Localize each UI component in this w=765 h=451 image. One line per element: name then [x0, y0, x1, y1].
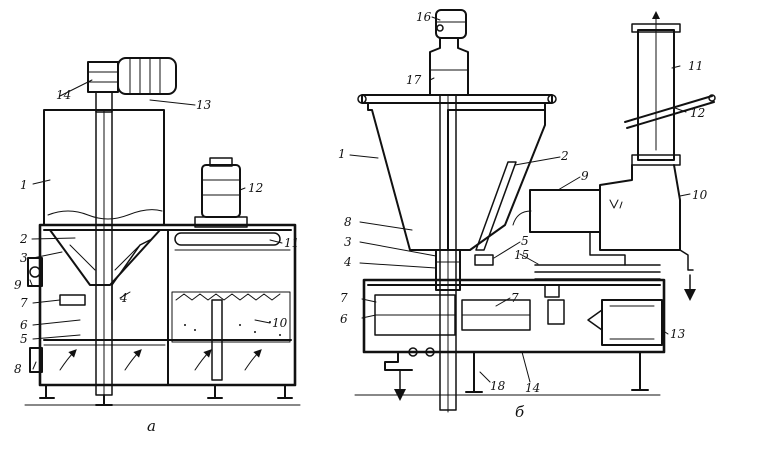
b-gear-housing: [435, 249, 461, 291]
a-label-10: 10: [272, 316, 288, 330]
a-label-8: 8: [14, 362, 22, 376]
a-liquid-level: [47, 209, 163, 220]
a-label-6: 6: [20, 318, 28, 332]
b-top-rail: [361, 94, 553, 104]
b-label-17: 17: [406, 73, 422, 87]
b-label-7: 7: [340, 291, 348, 305]
b-label-9: 9: [581, 169, 589, 183]
b-label-7b: 7: [511, 291, 519, 305]
figure-a: 14 13 1 12 2 3 11 9 4 7 10 6 5 8 а: [14, 57, 301, 435]
b-label-13: 13: [670, 327, 686, 341]
b-label-18: 18: [490, 379, 506, 393]
a-label-7: 7: [20, 296, 28, 310]
b-label-5: 5: [521, 234, 529, 248]
b-nozzle: [474, 254, 494, 266]
b-label-4: 4: [343, 255, 352, 269]
b-label-2: 2: [560, 149, 569, 163]
b-drive-column: [429, 37, 469, 96]
a-label-11: 11: [284, 236, 299, 250]
b-label-8: 8: [344, 215, 352, 229]
b-heating-coil: [534, 264, 661, 280]
a-label-13: 13: [196, 98, 212, 112]
a-label-14: 14: [56, 88, 71, 102]
a-caption: а: [147, 417, 156, 435]
figure-b: 16 17 11 12 1 2 9 10 8 3 5 15 4 7 7 6 13…: [338, 9, 716, 421]
a-label-9: 9: [14, 278, 22, 292]
b-label-12: 12: [690, 106, 705, 120]
b-label-15: 15: [514, 248, 529, 262]
b-lower-tank: [362, 278, 666, 354]
a-label-5: 5: [20, 332, 28, 346]
a-pump-motor: [201, 164, 241, 218]
a-filter-tank: [171, 291, 291, 343]
b-label-14: 14: [525, 381, 540, 395]
b-label-3: 3: [344, 235, 352, 249]
b-label-11: 11: [688, 59, 703, 73]
b-label-10: 10: [692, 188, 708, 202]
a-gearbox: [87, 61, 119, 93]
b-exhaust-hood: [599, 164, 681, 251]
b-label-16: 16: [416, 10, 432, 24]
b-label-1: 1: [338, 147, 346, 161]
b-burner-housing: [529, 189, 601, 233]
b-fan: [601, 299, 663, 346]
a-funnel: [49, 229, 161, 286]
a-drain-valve: [29, 347, 43, 373]
a-label-1: 1: [20, 178, 28, 192]
b-damper: [624, 95, 715, 129]
a-label-12: 12: [248, 181, 263, 195]
b-motor: [435, 9, 467, 39]
b-label-6: 6: [340, 312, 348, 326]
a-label-2: 2: [19, 232, 28, 246]
a-label-3: 3: [20, 251, 28, 265]
a-motor: [117, 57, 177, 95]
b-caption: б: [515, 403, 525, 421]
a-label-4: 4: [119, 291, 128, 305]
a-heater: [174, 232, 281, 246]
